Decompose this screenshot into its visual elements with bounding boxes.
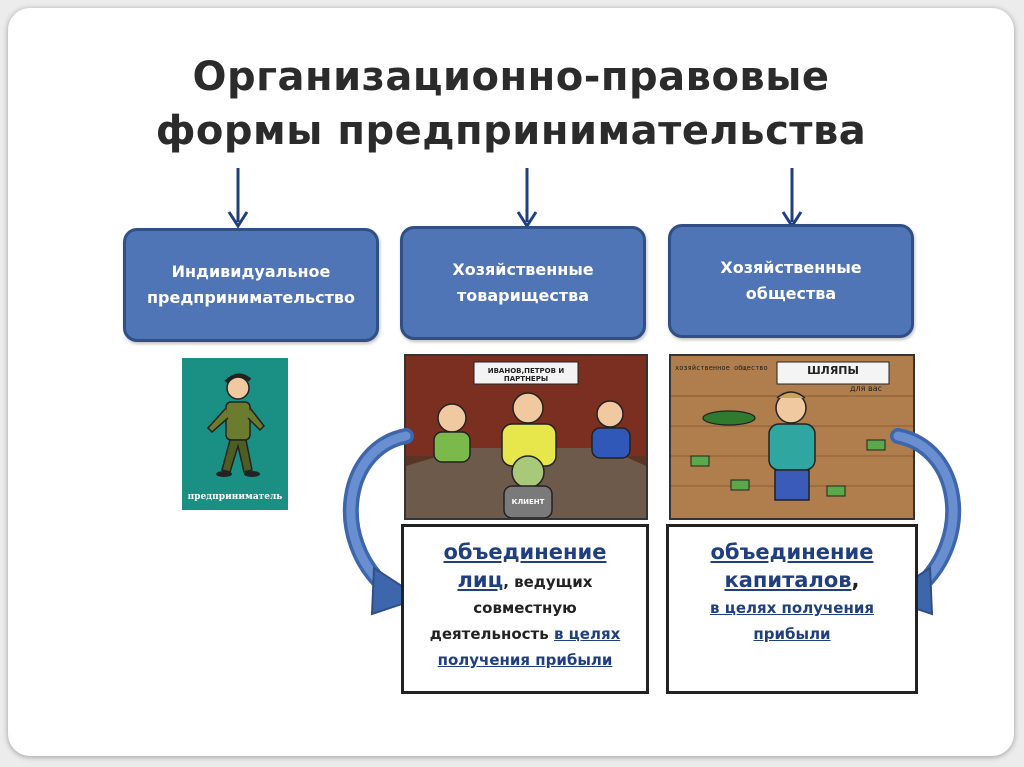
desc-left-link1: в целях [553, 625, 621, 643]
arrow-down-icon [781, 168, 803, 229]
desc-left-link2: получения прибыли [437, 651, 613, 669]
desc-left-rest2: совместную [473, 599, 577, 617]
slide: Организационно-правовые формы предприним… [8, 8, 1014, 756]
box-individual: Индивидуальное предпринимательство [123, 228, 379, 342]
desc-left-word1: объединение [443, 540, 607, 564]
desc-left-word2: лиц [457, 568, 504, 592]
desc-right-link1: в целях получения [710, 599, 874, 617]
hats-sign: ШЛЯПЫ [807, 364, 859, 377]
title-line-1: Организационно-правовые [192, 54, 830, 100]
desc-right-word1: объединение [710, 540, 874, 564]
entrepreneur-caption: предприниматель [187, 492, 283, 502]
title-line-2: формы предпринимательства [155, 108, 867, 154]
partners-picture: ИВАНОВ,ПЕТРОВ И ПАРТНЕРЫ КЛИЕНТ [404, 354, 648, 520]
box-individual-line-1: Индивидуальное [171, 262, 331, 281]
box-individual-line-2: предпринимательство [147, 288, 355, 307]
desc-left: объединение лиц, ведущих совместную деят… [401, 524, 649, 694]
page-title: Организационно-правовые формы предприним… [8, 50, 1014, 158]
society-sign: хозяйственное общество [675, 364, 768, 372]
partners-sign: ИВАНОВ,ПЕТРОВ И ПАРТНЕРЫ [487, 367, 565, 383]
desc-left-rest3: деятельность [429, 625, 549, 643]
box-societies-line-2: общества [745, 284, 837, 303]
box-partnerships: Хозяйственные товарищества [400, 226, 646, 340]
client-label: КЛИЕНТ [511, 498, 545, 506]
desc-right: объединение капиталов, в целях получения… [666, 524, 918, 694]
box-societies-line-1: Хозяйственные [720, 258, 862, 277]
arrow-down-icon [516, 168, 538, 229]
box-societies: Хозяйственные общества [668, 224, 914, 338]
hats-picture: хозяйственное общество ШЛЯПЫ для вас [669, 354, 915, 520]
desc-left-rest1: , ведущих [503, 573, 593, 591]
desc-right-word2: капиталов [724, 568, 852, 592]
hats-sub: для вас [849, 384, 882, 393]
desc-right-link2: прибыли [753, 625, 831, 643]
box-partnerships-line-2: товарищества [456, 286, 590, 305]
desc-right-comma: , [851, 568, 860, 592]
arrow-down-icon [227, 168, 249, 229]
curved-arrow-left-icon [342, 428, 423, 616]
box-partnerships-line-1: Хозяйственные [452, 260, 594, 279]
entrepreneur-picture: предприниматель [182, 358, 288, 510]
